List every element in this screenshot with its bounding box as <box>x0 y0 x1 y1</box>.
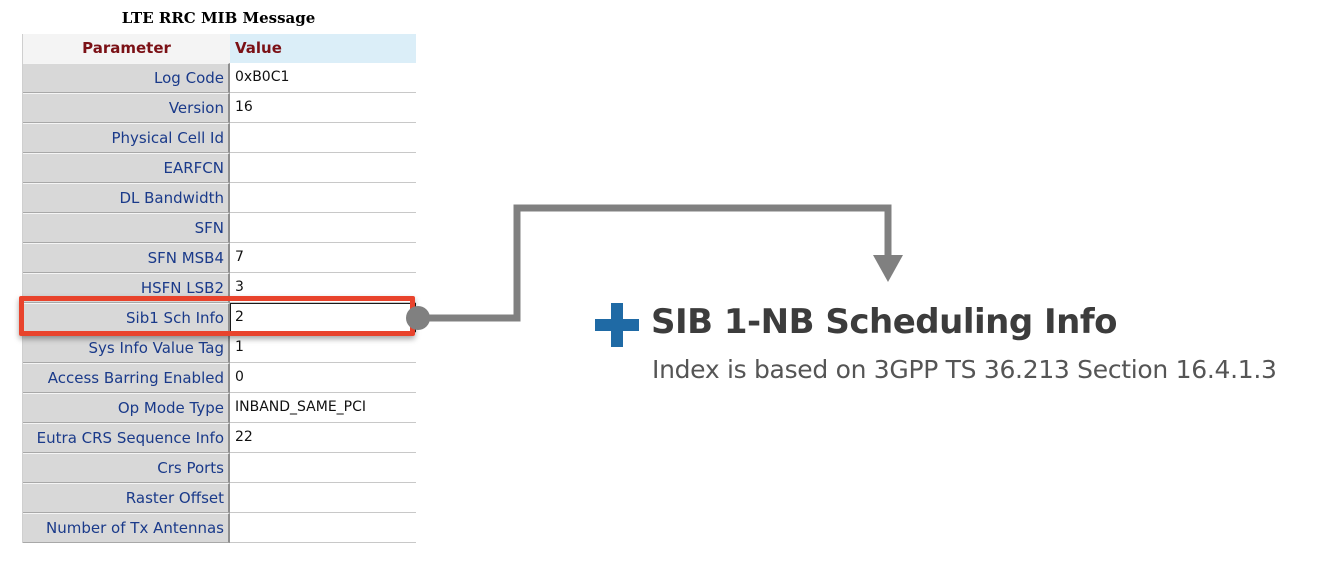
row-parameter: EARFCN <box>23 153 230 183</box>
row-value[interactable] <box>230 123 416 153</box>
row-parameter: Eutra CRS Sequence Info <box>23 423 230 453</box>
row-value[interactable] <box>230 153 416 183</box>
table-title: LTE RRC MIB Message <box>121 9 316 27</box>
row-parameter: Version <box>23 93 230 123</box>
table-row[interactable]: DL Bandwidth <box>23 183 416 213</box>
table-row[interactable]: Number of Tx Antennas <box>23 513 416 543</box>
row-parameter: Crs Ports <box>23 453 230 483</box>
row-value[interactable]: 0xB0C1 <box>230 63 416 93</box>
table-row[interactable]: Raster Offset <box>23 483 416 513</box>
row-parameter: Physical Cell Id <box>23 123 230 153</box>
row-value[interactable]: 7 <box>230 243 416 273</box>
connector-line <box>418 204 892 322</box>
table-row[interactable]: Physical Cell Id <box>23 123 416 153</box>
value-column-header[interactable]: Value <box>230 34 416 63</box>
callout-subtitle: Index is based on 3GPP TS 36.213 Section… <box>652 355 1277 384</box>
row-value[interactable] <box>230 513 416 543</box>
row-parameter: Op Mode Type <box>23 393 230 423</box>
row-parameter: Sib1 Sch Info <box>23 303 230 333</box>
row-parameter: Access Barring Enabled <box>23 363 230 393</box>
plus-icon <box>595 303 639 347</box>
arrow-head-icon <box>873 255 903 282</box>
row-parameter: DL Bandwidth <box>23 183 230 213</box>
row-value[interactable]: INBAND_SAME_PCI <box>230 393 416 423</box>
row-parameter: SFN MSB4 <box>23 243 230 273</box>
row-value[interactable]: 1 <box>230 333 416 363</box>
row-value[interactable] <box>230 453 416 483</box>
row-parameter: Number of Tx Antennas <box>23 513 230 543</box>
row-parameter: Raster Offset <box>23 483 230 513</box>
row-value[interactable]: 0 <box>230 363 416 393</box>
table-row[interactable]: SFN <box>23 213 416 243</box>
row-value[interactable]: 22 <box>230 423 416 453</box>
row-value[interactable] <box>230 183 416 213</box>
connector-dot <box>406 306 430 330</box>
table-row[interactable]: EARFCN <box>23 153 416 183</box>
row-parameter: SFN <box>23 213 230 243</box>
parameter-column-header[interactable]: Parameter <box>23 34 230 63</box>
grid-header: Parameter Value <box>23 34 416 63</box>
callout-title: SIB 1-NB Scheduling Info <box>651 302 1118 342</box>
table-row[interactable]: Crs Ports <box>23 453 416 483</box>
row-parameter: Log Code <box>23 63 230 93</box>
row-value[interactable] <box>230 213 416 243</box>
row-value[interactable]: 16 <box>230 93 416 123</box>
row-value[interactable] <box>230 483 416 513</box>
